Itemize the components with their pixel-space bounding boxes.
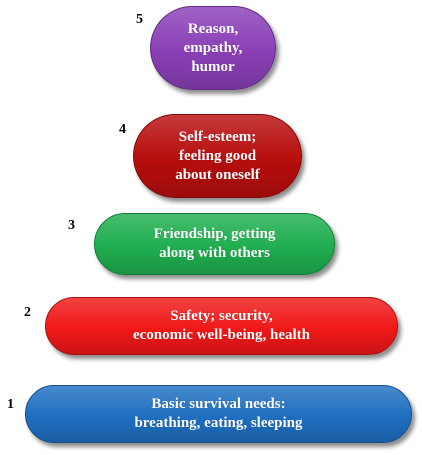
level-4-box: Self-esteem; feeling good about oneself: [133, 114, 302, 198]
level-1-box: Basic survival needs: breathing, eating,…: [25, 385, 412, 443]
level-5-number: 5: [136, 12, 143, 27]
level-5-box: Reason, empathy, humor: [150, 6, 276, 90]
level-2-number: 2: [24, 305, 31, 320]
level-2-box: Safety; security, economic well-being, h…: [45, 297, 398, 355]
level-1-number: 1: [7, 397, 14, 412]
level-3-label: Friendship, getting along with others: [153, 226, 276, 261]
level-3-number: 3: [68, 218, 75, 233]
level-1-label: Basic survival needs: breathing, eating,…: [134, 396, 303, 431]
level-4-number: 4: [119, 122, 126, 137]
level-5-label: Reason, empathy, humor: [183, 20, 243, 75]
level-2-label: Safety; security, economic well-being, h…: [132, 308, 311, 343]
level-4-label: Self-esteem; feeling good about oneself: [175, 128, 260, 183]
level-3-box: Friendship, getting along with others: [94, 213, 335, 275]
